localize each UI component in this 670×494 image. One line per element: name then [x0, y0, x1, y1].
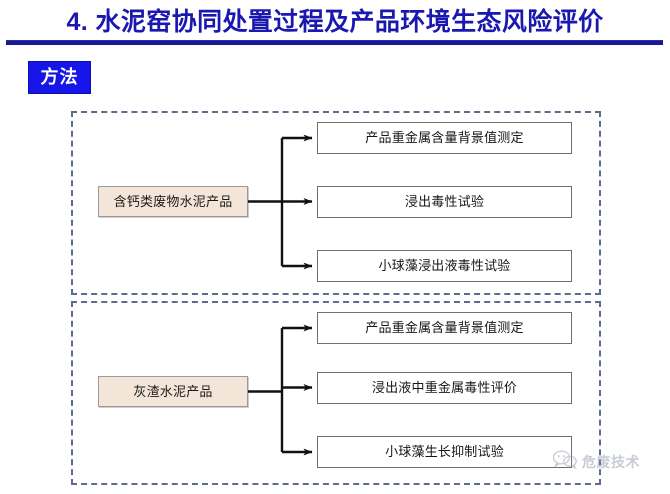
diagram-group-1 [71, 111, 601, 295]
task-box-group-2-item-3: 小球藻生长抑制试验 [317, 436, 572, 468]
task-box-group-2-item-2: 浸出液中重金属毒性评价 [317, 372, 572, 404]
task-box-group-1-item-1: 产品重金属含量背景值测定 [317, 122, 572, 154]
task-box-group-1-item-2: 浸出毒性试验 [317, 186, 572, 218]
task-box-group-2-item-1: 产品重金属含量背景值测定 [317, 312, 572, 344]
diagram-group-2 [71, 301, 601, 485]
watermark: 危废技术 [552, 449, 640, 474]
task-box-group-1-item-3: 小球藻浸出液毒性试验 [317, 250, 572, 282]
wechat-speech-bubble-icon [552, 449, 578, 474]
page-title: 4. 水泥窑协同处置过程及产品环境生态风险评价 [66, 8, 604, 36]
source-box-group-2: 灰渣水泥产品 [98, 376, 248, 407]
watermark-text: 危废技术 [582, 453, 640, 470]
title-underline-rule [6, 40, 663, 45]
source-box-group-1: 含钙类废物水泥产品 [98, 186, 248, 217]
section-tag-method: 方法 [28, 61, 91, 94]
